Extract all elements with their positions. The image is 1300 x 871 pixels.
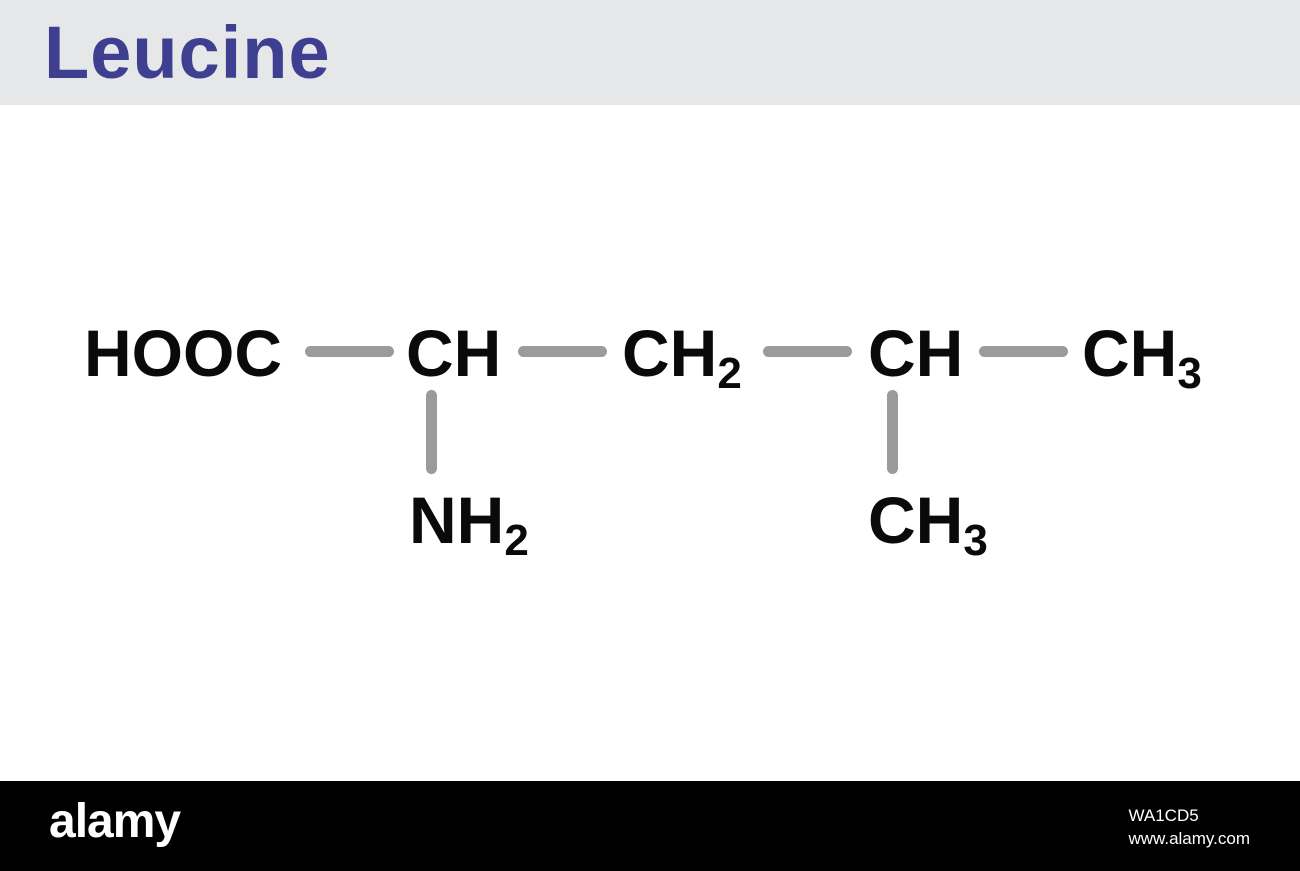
- brand-logo: alamy: [49, 795, 181, 848]
- atom-hooc: HOOC: [84, 316, 282, 390]
- image-id: WA1CD5: [1128, 806, 1199, 825]
- atom-ch-alpha: CH: [406, 316, 502, 390]
- structural-formula: HOOC CH CH2 CH CH3 NH2 CH3: [0, 105, 1300, 781]
- bond-ch-nh2: [426, 390, 437, 474]
- image-credit: WA1CD5 www.alamy.com: [1128, 805, 1250, 851]
- bond-ch-ch3-branch: [887, 390, 898, 474]
- atom-ch-gamma: CH: [868, 316, 964, 390]
- bond-hooc-ch: [305, 346, 394, 357]
- atom-nh2: NH2: [409, 483, 529, 565]
- page-title: Leucine: [44, 11, 331, 94]
- atom-ch2: CH2: [622, 316, 742, 398]
- bond-ch-ch3: [979, 346, 1068, 357]
- site-url: www.alamy.com: [1128, 828, 1250, 848]
- watermark-bar: alamy WA1CD5 www.alamy.com: [0, 781, 1300, 871]
- bond-ch2-ch: [763, 346, 852, 357]
- title-banner: Leucine: [0, 0, 1300, 105]
- bond-ch-ch2: [518, 346, 607, 357]
- atom-ch3-terminal: CH3: [1082, 316, 1202, 398]
- atom-ch3-branch: CH3: [868, 483, 988, 565]
